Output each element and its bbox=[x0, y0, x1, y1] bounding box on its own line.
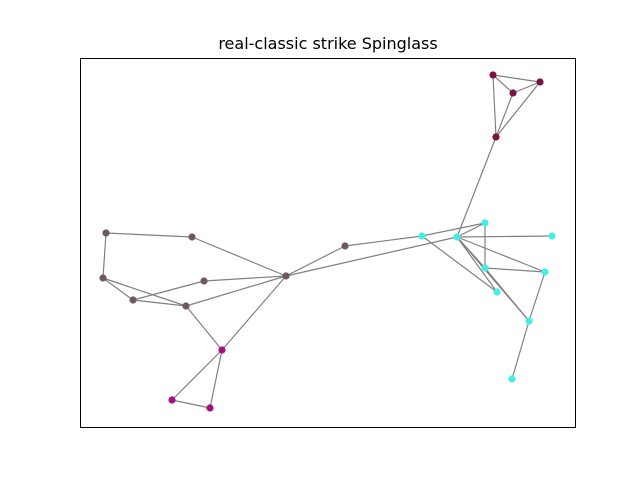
graph-node-15 bbox=[341, 242, 349, 250]
graph-node-14 bbox=[188, 233, 196, 241]
graph-edge-21-23 bbox=[209, 349, 223, 409]
graph-edge-17-18 bbox=[203, 275, 287, 282]
nodes-layer bbox=[99, 71, 556, 412]
graph-edge-1-2 bbox=[512, 81, 541, 94]
graph-node-5 bbox=[418, 232, 426, 240]
graph-node-3 bbox=[492, 133, 500, 141]
graph-node-11 bbox=[525, 317, 533, 325]
plot-frame bbox=[80, 58, 576, 428]
graph-edge-1-3 bbox=[495, 81, 541, 138]
graph-edge-13-14 bbox=[105, 232, 193, 238]
graph-edge-9-11 bbox=[528, 271, 546, 322]
graph-node-4 bbox=[481, 219, 489, 227]
graph-node-19 bbox=[129, 296, 137, 304]
graph-node-7 bbox=[548, 232, 556, 240]
graph-edge-2-3 bbox=[495, 92, 514, 138]
graph-node-20 bbox=[182, 302, 190, 310]
graph-edge-11-12 bbox=[511, 320, 530, 380]
graph-node-22 bbox=[168, 396, 176, 404]
graph-edge-6-10 bbox=[456, 236, 498, 293]
graph-edge-13-16 bbox=[102, 232, 107, 279]
graph-node-10 bbox=[493, 288, 501, 296]
graph-edge-0-2 bbox=[492, 74, 514, 94]
graph-edge-3-6 bbox=[456, 136, 497, 238]
graph-edge-15-18 bbox=[285, 245, 346, 277]
graph-edge-18-21 bbox=[221, 275, 287, 351]
graph-edge-17-19 bbox=[132, 280, 205, 301]
graph-edge-21-22 bbox=[171, 349, 223, 401]
graph-node-0 bbox=[489, 71, 497, 79]
graph-edge-19-20 bbox=[132, 299, 187, 307]
graph-node-12 bbox=[508, 375, 516, 383]
graph-edge-20-21 bbox=[185, 305, 223, 351]
graph-node-6 bbox=[453, 233, 461, 241]
graph-edge-4-5 bbox=[421, 222, 486, 237]
graph-edge-4-6 bbox=[456, 222, 486, 238]
graph-edge-6-9 bbox=[456, 236, 546, 273]
graph-edge-0-3 bbox=[492, 74, 497, 138]
graph-node-8 bbox=[481, 264, 489, 272]
graph-node-21 bbox=[218, 346, 226, 354]
graph-node-2 bbox=[509, 89, 517, 97]
graph-edge-5-15 bbox=[344, 235, 423, 247]
graph-edge-0-1 bbox=[492, 74, 541, 83]
graph-edge-18-20 bbox=[185, 275, 287, 307]
graph-edge-22-23 bbox=[171, 399, 211, 409]
graph-edge-5-10 bbox=[421, 235, 498, 293]
graph-node-9 bbox=[541, 268, 549, 276]
graph-node-18 bbox=[282, 272, 290, 280]
graph-node-1 bbox=[536, 78, 544, 86]
graph-edge-14-18 bbox=[191, 236, 287, 277]
graph-edge-8-9 bbox=[484, 267, 546, 273]
edges-layer bbox=[102, 74, 553, 409]
graph-node-17 bbox=[200, 277, 208, 285]
graph-edge-8-11 bbox=[484, 267, 530, 322]
graph-node-16 bbox=[99, 274, 107, 282]
graph-node-23 bbox=[206, 404, 214, 412]
graph-node-13 bbox=[102, 229, 110, 237]
graph-edge-16-20 bbox=[102, 277, 187, 307]
graph-edge-6-18 bbox=[285, 236, 458, 277]
graph-edge-16-19 bbox=[102, 277, 134, 301]
graph-edge-6-7 bbox=[456, 235, 553, 238]
chart-title: real-classic strike Spinglass bbox=[218, 34, 437, 53]
